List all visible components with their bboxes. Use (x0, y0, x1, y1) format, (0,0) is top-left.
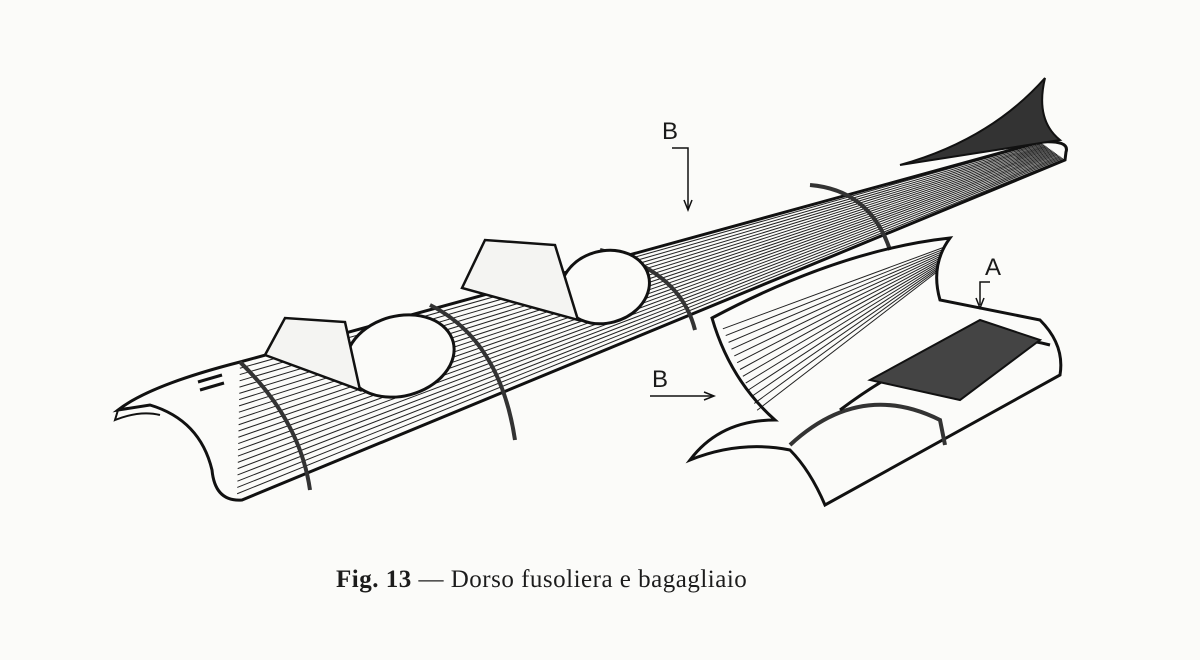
hatch-line (751, 268, 938, 398)
hatch-line (753, 270, 937, 404)
hatch-line (237, 157, 1062, 482)
hatch-line (748, 266, 939, 391)
label-b-side: B (652, 366, 669, 393)
figure-number: Fig. 13 (336, 566, 412, 593)
caption-dash: — (418, 566, 444, 593)
label-a: A (985, 254, 1002, 281)
hatch-line (742, 261, 940, 377)
hatch-line (736, 257, 941, 364)
figure-caption: Fig. 13 — Dorso fusoliera e bagagliaio (336, 566, 747, 594)
hatch-line (745, 263, 939, 384)
label-b-top: B (662, 118, 679, 145)
hatch-line (237, 154, 1059, 463)
hatch-line (237, 156, 1061, 476)
hatch-line (728, 250, 944, 343)
hatch-line (237, 152, 1057, 451)
hatch-line (731, 253, 943, 350)
main-fuselage-dorsal (112, 77, 1068, 502)
caption-title: Dorso fusoliera e bagagliaio (450, 566, 748, 593)
hatch-line (722, 246, 945, 330)
hatch-line (236, 158, 1065, 495)
hatch-line (756, 272, 937, 411)
hatch-line (734, 255, 942, 357)
leader-lines (650, 147, 990, 401)
hatch-line (237, 157, 1063, 488)
hatch-line (739, 259, 941, 370)
hatch-line (237, 155, 1060, 470)
hatch-line (725, 248, 944, 337)
luggage-bay-section (685, 236, 1063, 508)
hatch-line (237, 153, 1058, 457)
luggage-bay-hatching (722, 246, 945, 411)
